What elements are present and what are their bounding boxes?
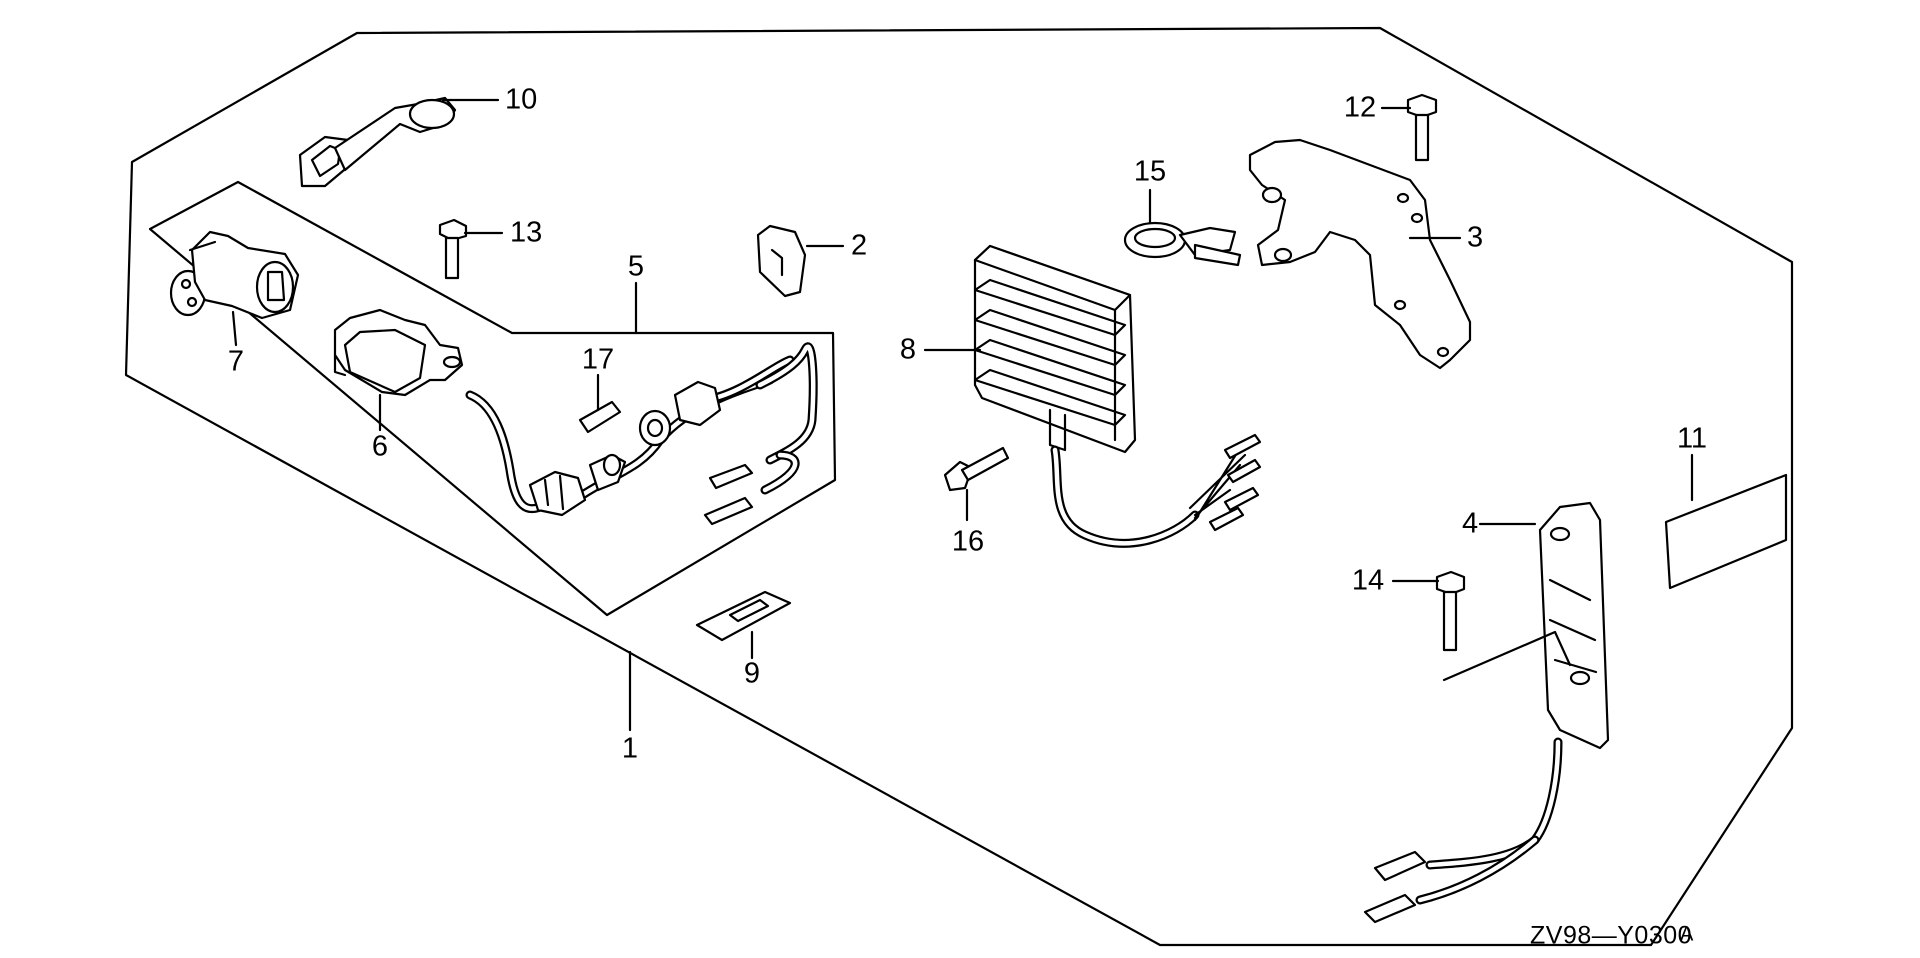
grommet-part xyxy=(298,96,457,188)
callout-2: 2 xyxy=(851,230,867,262)
label-part xyxy=(1664,473,1788,590)
callout-13: 13 xyxy=(510,217,542,249)
callout-1: 1 xyxy=(622,733,638,765)
callout-5: 5 xyxy=(628,251,644,283)
callout-12: 12 xyxy=(1344,92,1376,124)
callout-6: 6 xyxy=(372,431,388,463)
connector-boot-part xyxy=(169,230,300,320)
callout-labels: 1 2 3 4 5 6 7 8 9 10 11 12 13 14 15 16 1… xyxy=(228,84,1707,765)
fuse-part xyxy=(578,400,622,434)
relay-clamp-part xyxy=(333,308,464,397)
sensor-plate-part xyxy=(1363,501,1610,924)
callout-3: 3 xyxy=(1467,222,1483,254)
bracket-part xyxy=(1248,138,1472,370)
small-grommet-part xyxy=(756,224,807,298)
bolt-13-part xyxy=(438,218,468,280)
fuse-label-part xyxy=(695,590,792,642)
callout-10: 10 xyxy=(505,84,537,116)
cable-clamp-part xyxy=(1123,221,1242,267)
diagram-code-suffix: A xyxy=(1680,923,1694,945)
callout-17: 17 xyxy=(582,344,614,376)
diagram-code-main: ZV98—Y0300 xyxy=(1530,922,1692,950)
callout-4: 4 xyxy=(1462,508,1478,540)
bolt-16-part xyxy=(943,446,1010,492)
harness-subassembly-outline xyxy=(148,180,837,617)
callout-15: 15 xyxy=(1134,156,1166,188)
callout-16: 16 xyxy=(952,526,984,558)
bolt-12-part xyxy=(1406,93,1438,162)
kit-outline xyxy=(124,26,1794,947)
callout-11: 11 xyxy=(1677,423,1707,455)
diagram-code: ZV98—Y0300 A xyxy=(1530,922,1694,950)
wiring-harness-part xyxy=(465,342,818,526)
regulator-part xyxy=(973,244,1262,548)
callout-14: 14 xyxy=(1352,565,1384,597)
callout-9: 9 xyxy=(744,658,760,690)
bolt-14-part xyxy=(1435,570,1466,652)
leader-lines xyxy=(231,98,1694,732)
callout-7: 7 xyxy=(228,346,244,378)
callout-8: 8 xyxy=(900,334,916,366)
